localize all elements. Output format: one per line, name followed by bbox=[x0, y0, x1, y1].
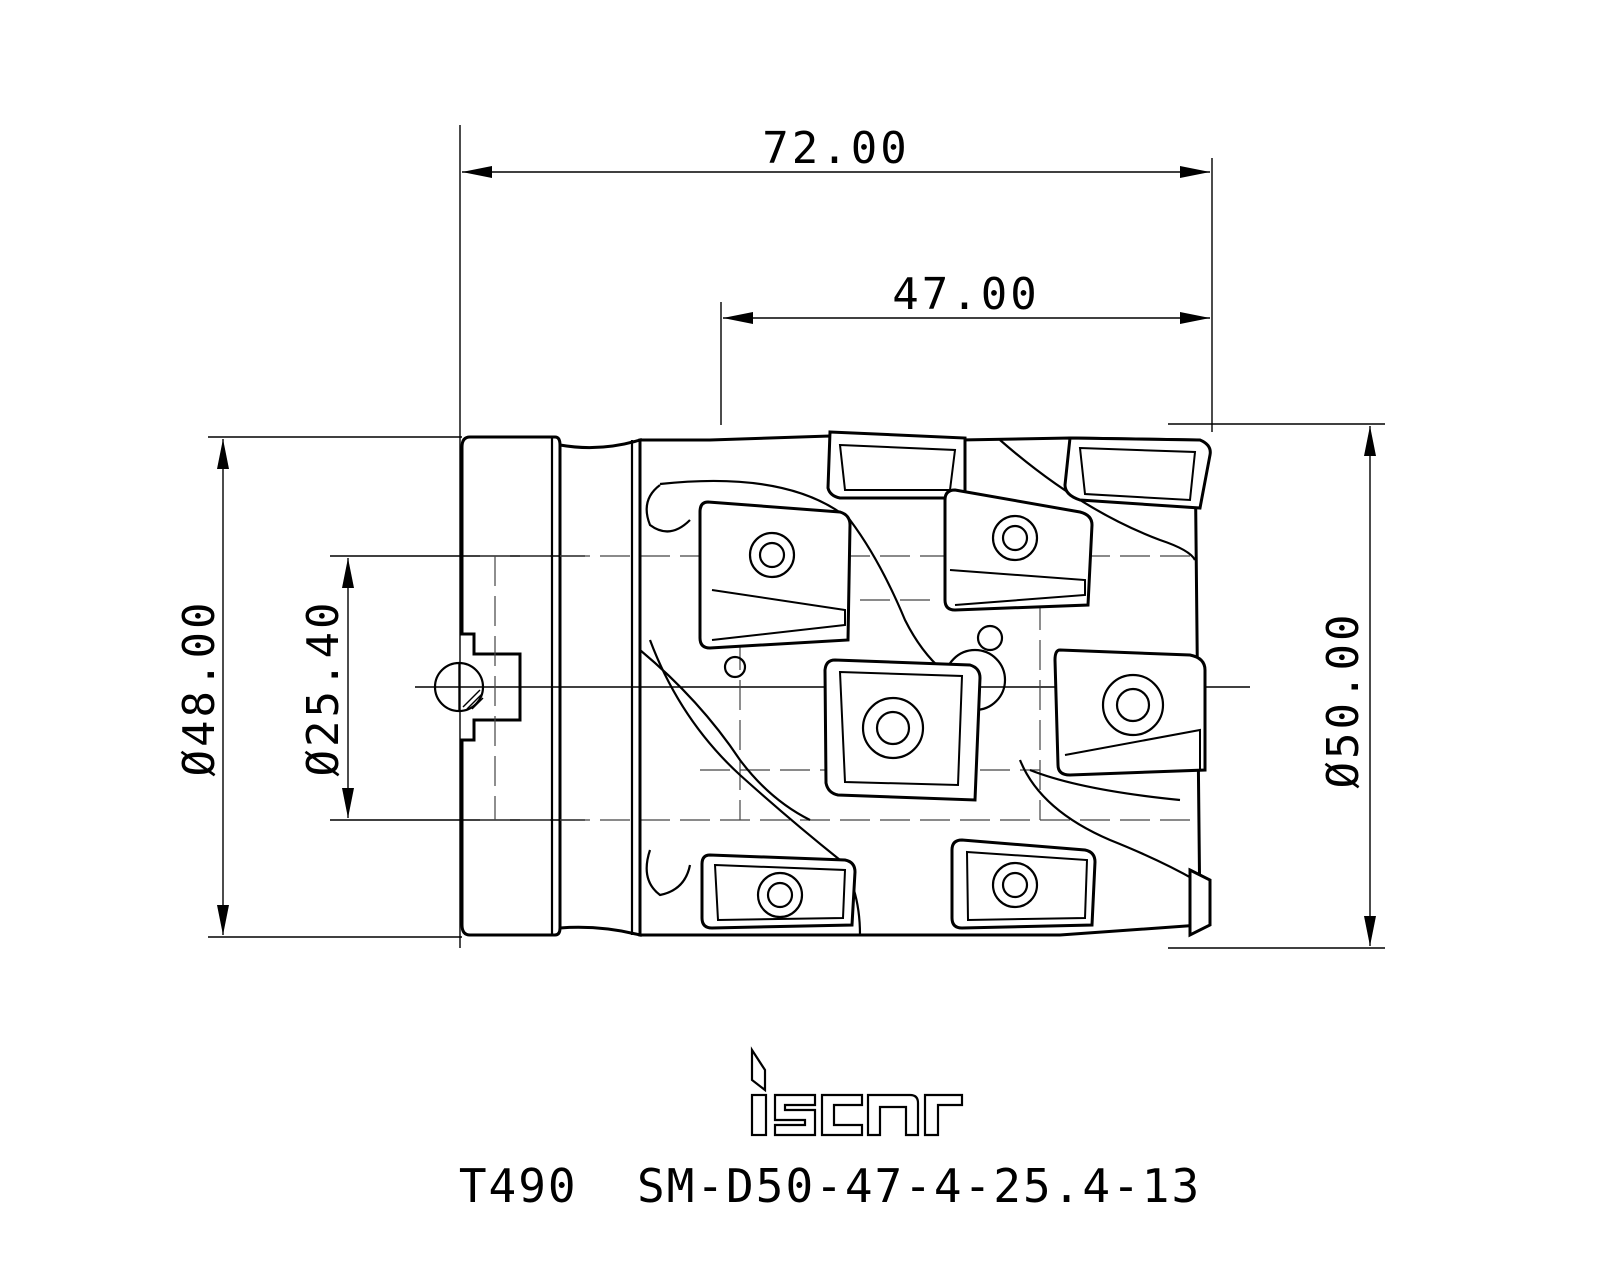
shank-body bbox=[433, 435, 562, 937]
screw-icon bbox=[748, 531, 796, 579]
insert-upper-left bbox=[698, 500, 852, 650]
dimension-shank-diameter: Ø48.00 bbox=[174, 436, 462, 938]
insert-lower-left bbox=[700, 853, 857, 930]
dimension-bore-diameter: Ø25.40 bbox=[298, 555, 585, 821]
screw-icon bbox=[991, 861, 1039, 909]
insert-lower-right bbox=[1188, 867, 1212, 938]
dimension-text-50: Ø50.00 bbox=[1318, 612, 1369, 789]
insert-top-center bbox=[826, 430, 967, 500]
dimension-cutting-length: 47.00 bbox=[720, 269, 1210, 425]
tool-designation: T490 SM-D50-47-4-25.4-13 bbox=[459, 1159, 1201, 1213]
insert-top-right bbox=[1063, 436, 1212, 510]
screw-icon bbox=[1101, 673, 1165, 737]
screw-icon bbox=[756, 871, 804, 919]
insert-center bbox=[823, 658, 982, 802]
insert-lower-center bbox=[950, 838, 1097, 930]
dimension-overall-length: 72.00 bbox=[459, 123, 1213, 948]
dimension-text-47: 47.00 bbox=[892, 269, 1039, 320]
dimension-text-25: Ø25.40 bbox=[298, 600, 349, 777]
screw-icon bbox=[991, 514, 1039, 562]
insert-upper-center bbox=[943, 488, 1094, 612]
dimension-text-72: 72.00 bbox=[762, 123, 909, 174]
dimension-text-48: Ø48.00 bbox=[174, 600, 225, 777]
insert-center-right bbox=[1053, 648, 1207, 777]
screw-icon bbox=[861, 696, 925, 760]
dimension-cutting-diameter: Ø50.00 bbox=[1168, 423, 1385, 949]
iscar-logo bbox=[750, 1046, 964, 1137]
